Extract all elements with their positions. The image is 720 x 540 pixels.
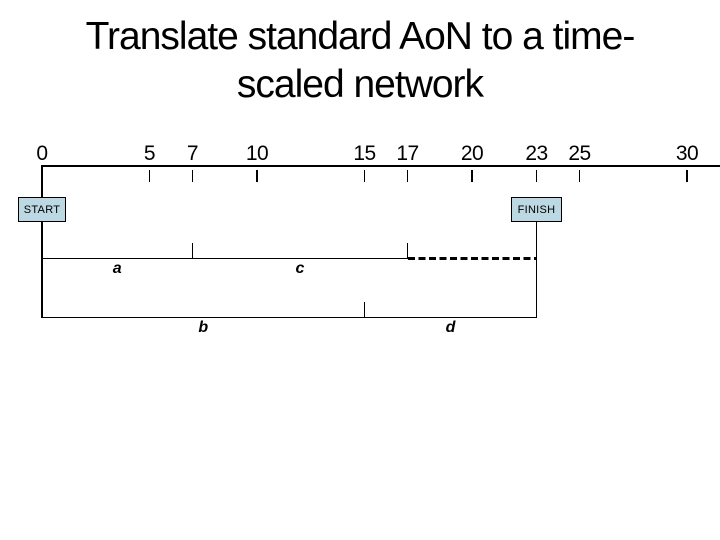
axis-tick-label: 20 (460, 142, 484, 165)
axis-tick-mark (406, 170, 409, 182)
axis-tick-label: 0 (36, 142, 48, 165)
activity-line-float-dashed (407, 256, 537, 260)
axis-tick-mark (363, 170, 366, 182)
activity-label-b: b (198, 319, 209, 336)
start-node: START (18, 197, 66, 222)
axis-tick-label: 5 (143, 142, 156, 165)
axis-tick-mark (256, 170, 258, 182)
activity-label-a: a (112, 260, 122, 277)
start-connector-line (41, 165, 43, 318)
axis-tick-mark (686, 170, 688, 182)
slide-title: Translate standard AoN to a time- scaled… (0, 13, 720, 109)
title-line-2: scaled network (236, 63, 484, 106)
activity-label-c: c (295, 260, 305, 277)
axis-tick-mark (535, 170, 538, 182)
timeline-axis-line (42, 165, 720, 167)
axis-tick-label: 23 (525, 142, 548, 165)
activity-line-d (364, 316, 537, 318)
activity-line-c (192, 257, 408, 259)
axis-tick-label: 25 (568, 142, 591, 165)
finish-connector-line (535, 222, 538, 318)
axis-tick-label: 10 (245, 142, 269, 165)
axis-tick-mark (191, 170, 194, 182)
title-line-1: Translate standard AoN to a time- (85, 15, 636, 58)
axis-tick-label: 17 (396, 142, 419, 165)
activity-end-tick (191, 243, 194, 258)
activity-end-tick (406, 243, 409, 258)
axis-tick-mark (578, 170, 581, 182)
axis-tick-label: 7 (186, 142, 199, 165)
activity-line-a (42, 257, 193, 259)
activity-end-tick (363, 302, 366, 317)
activity-label-d: d (445, 319, 456, 336)
axis-tick-label: 15 (353, 142, 376, 165)
finish-node: FINISH (511, 197, 562, 222)
axis-tick-label: 30 (675, 142, 699, 165)
activity-line-b (42, 316, 365, 318)
axis-tick-mark (148, 170, 151, 182)
axis-tick-mark (471, 170, 473, 182)
